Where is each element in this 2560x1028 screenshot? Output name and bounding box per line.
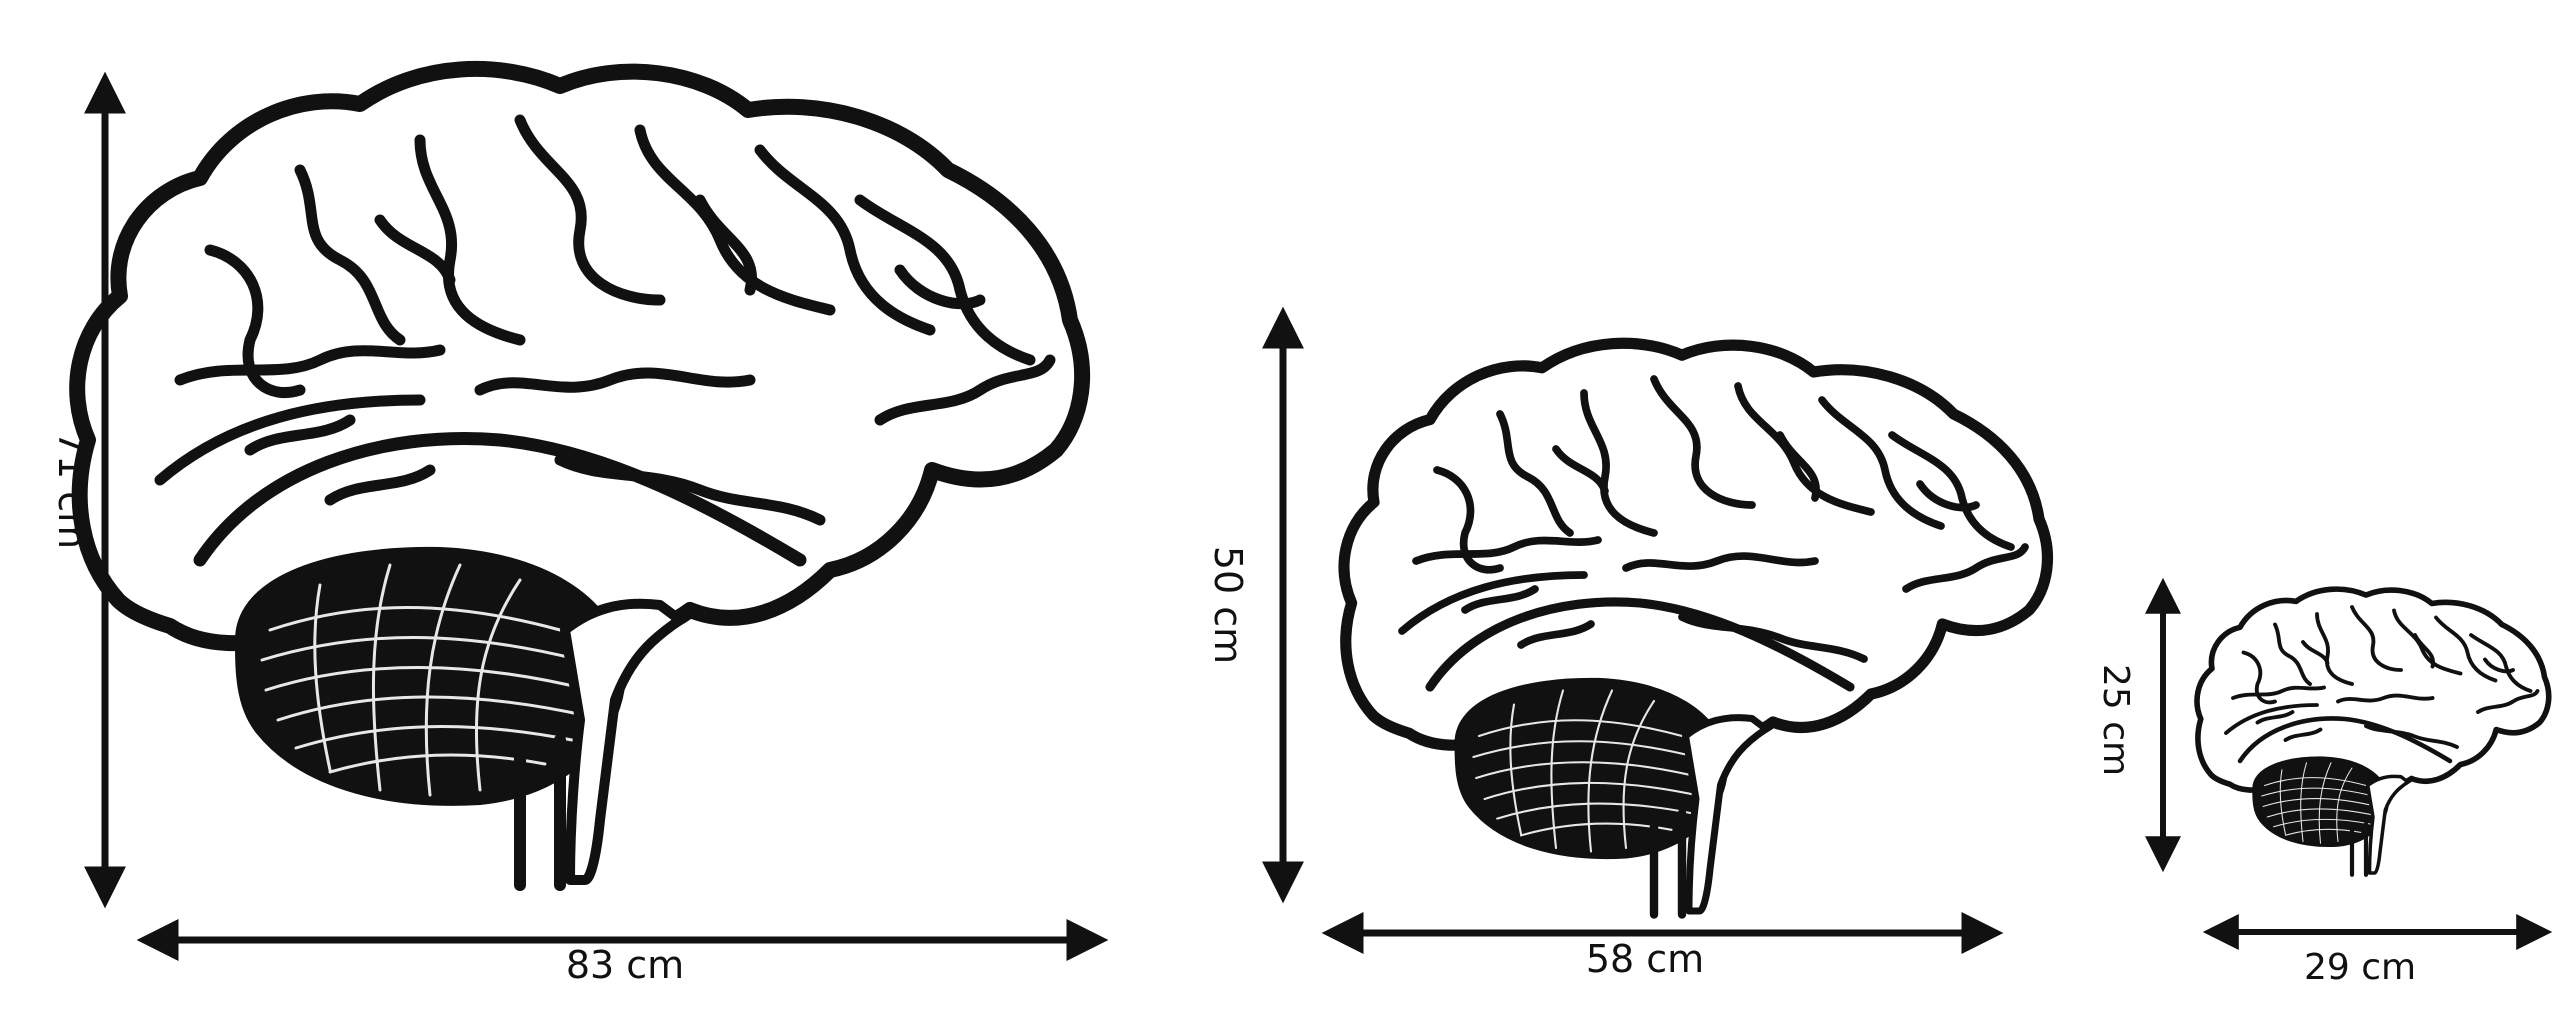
width-label-small: 29 cm [2303,947,2417,988]
height-label-medium: 50 cm [1206,545,1250,665]
height-label-small: 25 cm [2095,663,2136,777]
brain-illustration-small [2197,589,2549,875]
brain-illustration-large [77,69,1082,885]
height-label-large: 71 cm [50,430,94,550]
brain-illustration-medium [1344,343,2047,914]
width-label-medium: 58 cm [1585,937,1705,981]
width-label-large: 83 cm [565,943,685,987]
